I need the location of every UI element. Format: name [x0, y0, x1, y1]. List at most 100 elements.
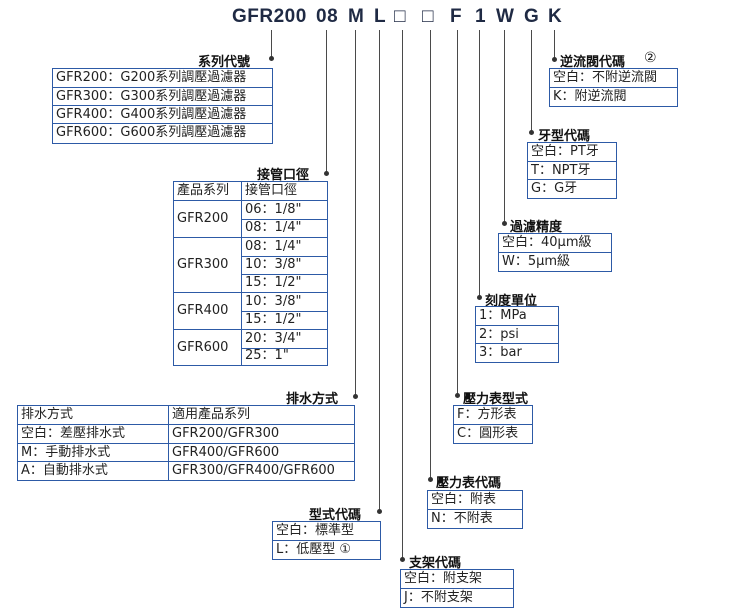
table-divider: [241, 274, 327, 275]
port-size-cell: 08：1/4": [245, 239, 302, 254]
drain-series: GFR400/GFR600: [172, 445, 280, 460]
scale-row: 3：bar: [476, 343, 558, 361]
port-size-cell: 15：1/2": [245, 275, 302, 290]
table-divider: [241, 219, 327, 220]
drain-type: 空白：差壓排水式: [21, 426, 126, 441]
bracket-box: 空白：附支架 J：不附支架: [400, 569, 514, 608]
gauge-type-row: C：圓形表: [454, 424, 532, 442]
connector-dot: [428, 477, 433, 482]
connector-dot: [324, 171, 329, 176]
connector-dot: [502, 221, 507, 226]
check-valve-note: ②: [644, 50, 657, 66]
port-size-cell: 25：1": [245, 348, 289, 363]
port-size-header-size: 接管口徑: [245, 183, 298, 198]
connector: [531, 30, 532, 133]
code-1: 1: [475, 6, 487, 27]
table-divider: [241, 256, 327, 257]
connector-dot: [269, 56, 274, 61]
thread-row: T：NPT牙: [528, 161, 616, 179]
scale-box: 1：MPa 2：psi 3：bar: [475, 306, 559, 363]
code-box2: □: [422, 6, 434, 27]
table-divider: [241, 182, 242, 365]
drain-series: GFR200/GFR300: [172, 426, 280, 441]
filter-title: 過濾精度: [510, 220, 563, 235]
code-port: 08: [316, 6, 339, 27]
series-row: GFR200：G200系列調壓過濾器: [56, 70, 247, 85]
port-size-header-series: 產品系列: [177, 183, 230, 198]
drain-header-series: 適用產品系列: [172, 407, 251, 422]
check-valve-title: 逆流閥代碼: [560, 55, 626, 70]
drain-header-type: 排水方式: [21, 407, 74, 422]
table-divider: [241, 311, 327, 312]
table-divider: [174, 237, 327, 238]
port-size-cell: 10：3/8": [245, 257, 302, 272]
connector: [271, 30, 272, 59]
thread-box: 空白：PT牙 T：NPT牙 G：G牙: [527, 142, 617, 199]
gauge-code-row: 空白：附表: [431, 492, 497, 507]
port-size-series: GFR200: [177, 211, 229, 226]
thread-row: G：G牙: [528, 179, 616, 197]
code-g: G: [524, 6, 540, 27]
table-divider: [174, 200, 327, 201]
series-row: GFR600：G600系列調壓過濾器: [53, 123, 272, 141]
check-valve-box: 空白：不附逆流閥 K：附逆流閥: [549, 68, 678, 107]
model-type-box: 空白：標準型 L：低壓型 ①: [272, 521, 381, 560]
code-l: L: [374, 6, 387, 27]
gauge-code-box: 空白：附表 N：不附表: [427, 490, 523, 529]
port-size-series: GFR300: [177, 257, 229, 272]
connector-dot: [400, 557, 405, 562]
drain-series: GFR300/GFR400/GFR600: [172, 463, 335, 478]
model-type-row: L：低壓型 ①: [273, 540, 380, 558]
port-size-title: 接管口徑: [257, 168, 310, 183]
code-box1: □: [394, 6, 406, 27]
table-divider: [174, 329, 327, 330]
drain-table: 排水方式 適用產品系列 空白：差壓排水式 GFR200/GFR300 M：手動排…: [17, 405, 355, 481]
gauge-code-row: N：不附表: [428, 509, 522, 527]
port-size-series: GFR600: [177, 340, 229, 355]
gauge-code-title: 壓力表代碼: [436, 476, 502, 491]
filter-box: 空白：40μm級 W：5μm級: [498, 233, 612, 272]
drain-type: M：手動排水式: [21, 445, 111, 460]
connector-dot: [377, 509, 382, 514]
scale-row: 1：MPa: [479, 308, 527, 323]
table-divider: [174, 292, 327, 293]
connector: [379, 30, 380, 512]
code-m: M: [348, 6, 365, 27]
scale-row: 2：psi: [476, 325, 558, 343]
series-row: GFR300：G300系列調壓過濾器: [53, 87, 272, 105]
connector-dot: [552, 57, 557, 62]
connector: [430, 30, 431, 480]
table-divider: [18, 461, 354, 462]
code-f: F: [450, 6, 463, 27]
filter-row: W：5μm級: [499, 252, 611, 270]
port-size-cell: 15：1/2": [245, 312, 302, 327]
drain-type: A：自動排水式: [21, 463, 108, 478]
gauge-type-title: 壓力表型式: [463, 392, 529, 407]
bracket-row: J：不附支架: [401, 588, 513, 606]
filter-row: 空白：40μm級: [502, 235, 592, 250]
code-k: K: [548, 6, 563, 27]
port-size-table: 產品系列 接管口徑 GFR200 06：1/8" 08：1/4" GFR300 …: [173, 181, 328, 366]
table-divider: [18, 443, 354, 444]
port-size-cell: 20：3/4": [245, 331, 302, 346]
connector: [554, 30, 555, 60]
series-box: GFR200：G200系列調壓過濾器 GFR300：G300系列調壓過濾器 GF…: [52, 68, 273, 144]
connector: [326, 30, 327, 174]
connector: [457, 30, 458, 396]
drain-title: 排水方式: [286, 392, 339, 407]
connector-dot: [455, 393, 460, 398]
gauge-type-box: F：方形表 C：圓形表: [453, 405, 533, 444]
connector-dot: [529, 130, 534, 135]
bracket-row: 空白：附支架: [404, 571, 483, 586]
bracket-title: 支架代碼: [409, 556, 462, 571]
model-type-row: 空白：標準型: [276, 523, 355, 538]
connector: [479, 30, 480, 298]
port-size-series: GFR400: [177, 303, 229, 318]
scale-title: 刻度單位: [485, 294, 538, 309]
series-row: GFR400：G400系列調壓過濾器: [53, 105, 272, 123]
connector-dot: [477, 295, 482, 300]
table-divider: [18, 424, 354, 425]
port-size-cell: 08：1/4": [245, 220, 302, 235]
series-title: 系列代號: [198, 55, 251, 70]
